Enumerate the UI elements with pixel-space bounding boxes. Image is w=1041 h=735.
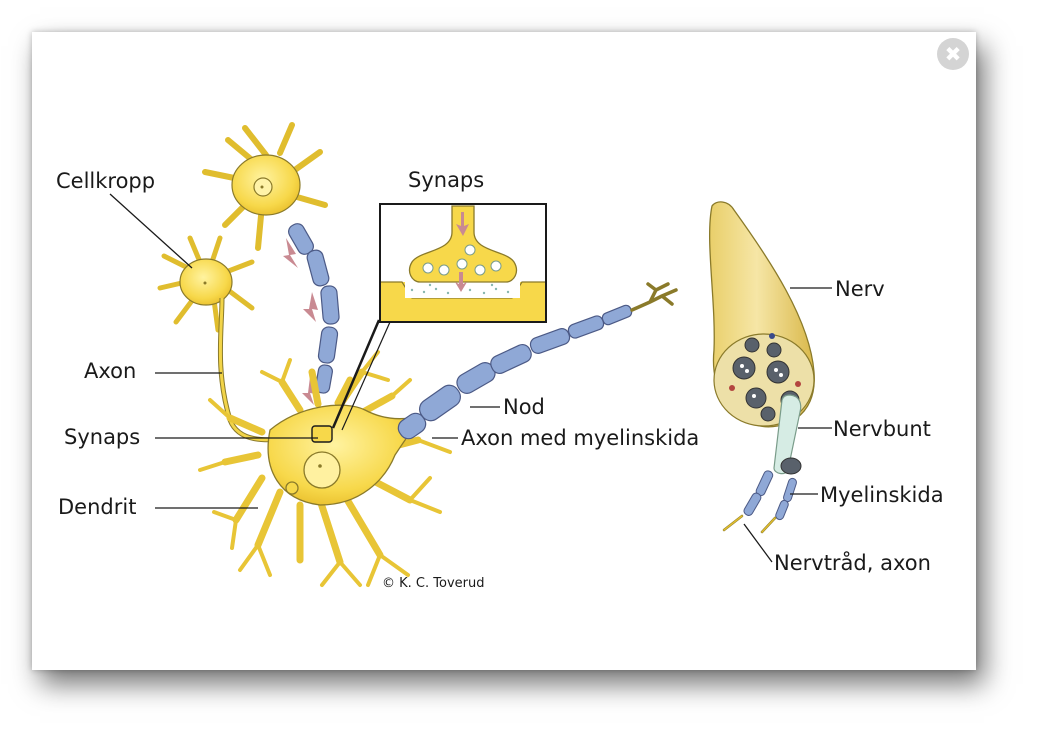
label-nerv: Nerv	[835, 277, 885, 301]
label-synaps-inset: Synaps	[408, 168, 484, 192]
image-lightbox	[32, 32, 976, 670]
neuron-top	[202, 122, 328, 251]
label-nervbunt: Nervbunt	[833, 417, 931, 441]
label-axon-myelinskida: Axon med myelinskida	[461, 426, 699, 450]
axon-terminal	[630, 282, 678, 312]
axon-top-myelin	[288, 223, 340, 394]
nerve-bundle	[708, 201, 815, 534]
leader-lines	[109, 193, 832, 563]
synapse-inset	[331, 203, 547, 431]
signal-arrows	[283, 238, 318, 405]
label-nervtrad-axon: Nervtråd, axon	[774, 550, 931, 575]
label-synaps: Synaps	[64, 425, 140, 449]
label-axon: Axon	[84, 359, 136, 383]
axon-main-myelin	[397, 304, 633, 440]
label-myelinskida: Myelinskida	[820, 483, 944, 507]
close-icon: ✖	[944, 42, 962, 66]
close-button[interactable]: ✖	[937, 38, 969, 70]
neuron-left	[157, 235, 301, 443]
label-dendrit: Dendrit	[58, 495, 136, 519]
label-nod: Nod	[503, 395, 545, 419]
label-cellkropp: Cellkropp	[56, 169, 155, 193]
image-credit: © K. C. Toverud	[382, 576, 484, 591]
